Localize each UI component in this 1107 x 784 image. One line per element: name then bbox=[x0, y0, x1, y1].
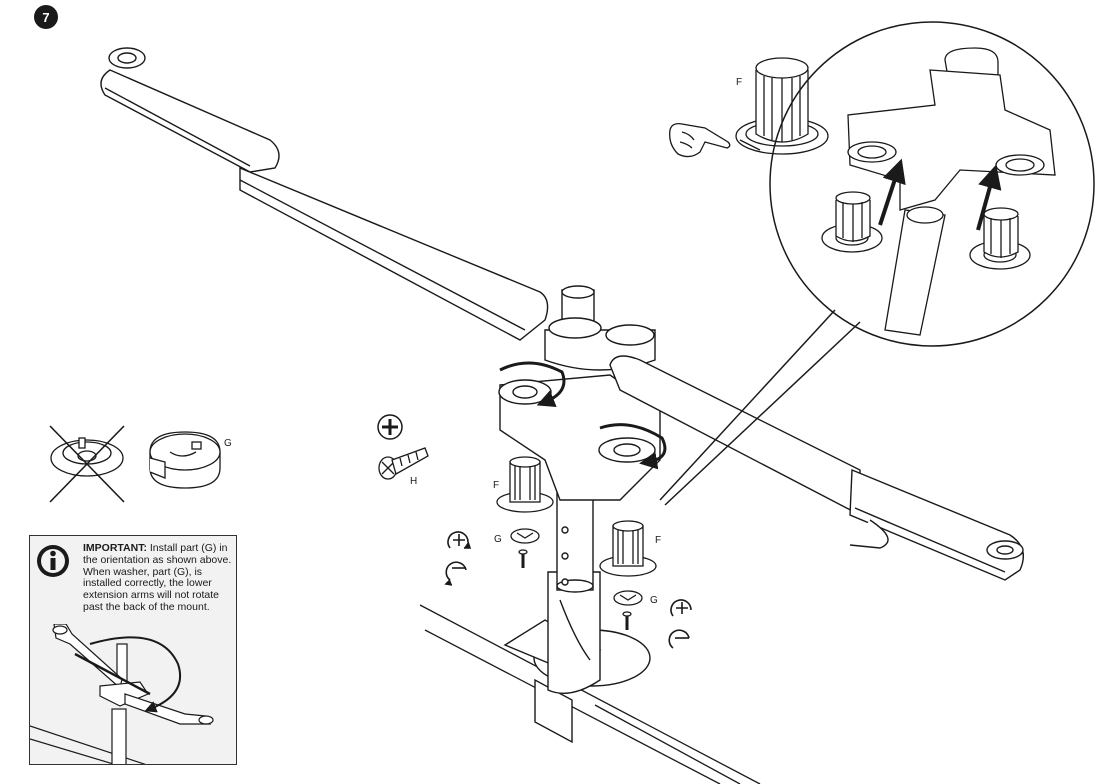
zoom-detail-hub bbox=[847, 47, 1056, 336]
pointing-hand-icon bbox=[669, 122, 731, 158]
tighten-icon bbox=[447, 531, 472, 549]
important-note-heading: IMPORTANT: bbox=[83, 542, 147, 554]
important-note-text: IMPORTANT: Install part (G) in the orien… bbox=[83, 542, 233, 614]
label-h: H bbox=[410, 476, 417, 487]
rotation-arrow-icon bbox=[499, 361, 667, 470]
bushing-f-right bbox=[599, 520, 657, 577]
important-note-body: Install part (G) in the orientation as s… bbox=[83, 542, 232, 613]
loosen-icon-right bbox=[668, 629, 690, 649]
label-f-left: F bbox=[493, 480, 499, 491]
washer-correct-orientation bbox=[149, 431, 221, 489]
phillips-screwdriver-icon bbox=[377, 414, 403, 440]
label-g-detail: G bbox=[224, 438, 232, 449]
left-extension-arm bbox=[100, 47, 549, 341]
screw-h bbox=[378, 447, 429, 480]
tighten-icon-right bbox=[670, 599, 692, 617]
label-f-right: F bbox=[655, 535, 661, 546]
zoom-bushing-right bbox=[969, 207, 1031, 270]
label-f-detail: F bbox=[736, 77, 742, 88]
loosen-icon bbox=[444, 561, 467, 586]
bushing-f-detail bbox=[735, 57, 829, 155]
info-icon bbox=[37, 545, 69, 577]
washer-g-left bbox=[510, 528, 540, 568]
label-g-left: G bbox=[494, 534, 502, 545]
zoom-callout bbox=[659, 21, 1095, 506]
washer-wrong-orientation bbox=[49, 425, 125, 503]
desk-clamp bbox=[503, 571, 651, 744]
important-note-box: IMPORTANT: Install part (G) in the orien… bbox=[29, 535, 237, 765]
washer-g-right bbox=[613, 590, 643, 630]
step-badge: 7 bbox=[34, 5, 58, 29]
zoom-bushing-left bbox=[821, 191, 883, 253]
right-extension-arm bbox=[609, 355, 1024, 581]
bushing-f-left bbox=[496, 456, 554, 513]
label-g-right: G bbox=[650, 595, 658, 606]
step-number: 7 bbox=[42, 10, 49, 25]
insert-arrow-icon bbox=[878, 158, 1002, 231]
note-rotation-illustration bbox=[30, 624, 214, 764]
